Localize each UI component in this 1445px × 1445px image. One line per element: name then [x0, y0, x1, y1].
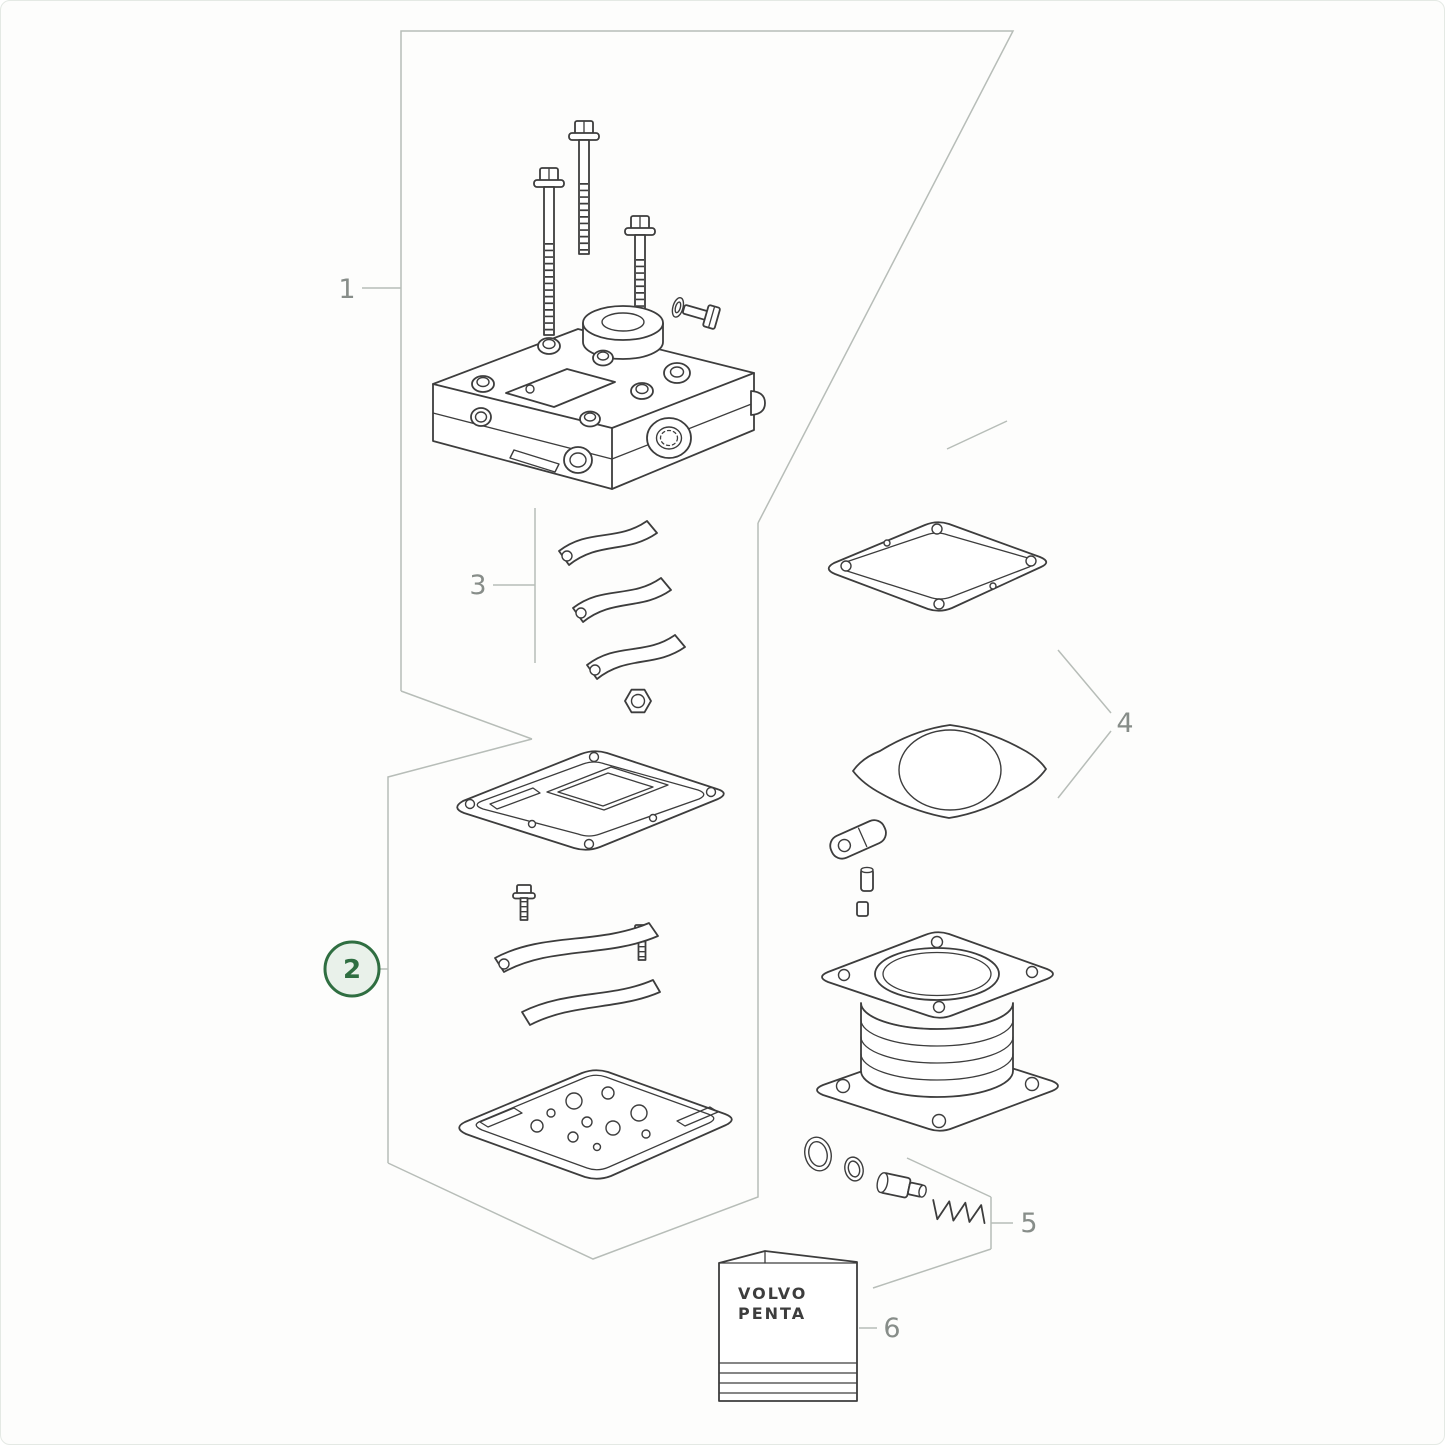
stud-boss [630, 382, 654, 400]
brand-penta: PENTA [738, 1304, 806, 1323]
head-gasket-upper [827, 521, 1048, 612]
stud-boss [663, 362, 691, 384]
check-valve-body [876, 1172, 927, 1199]
group-bracket-1 [362, 30, 1015, 740]
stud-boss [537, 337, 561, 355]
valve-plate [458, 1069, 733, 1180]
valve-pin [856, 866, 874, 917]
callout-2-circle[interactable] [323, 940, 381, 998]
group-bracket-5 [872, 1157, 1013, 1289]
head-bolt-tall [568, 120, 600, 255]
reed-valve-strips [558, 520, 686, 714]
cylinder-head [432, 305, 766, 490]
group-bracket-4 [946, 420, 1112, 799]
stud-boss [579, 410, 601, 428]
reed-valve-strip [586, 634, 686, 680]
group-bracket-3 [493, 508, 536, 663]
reed-valve-strip [558, 520, 658, 566]
brand-volvo: VOLVO [738, 1284, 807, 1303]
callout-2-highlight[interactable]: 2 [323, 940, 381, 998]
hex-nut [624, 688, 652, 714]
head-bolt-short [624, 215, 656, 316]
clamp-strip-1 [494, 922, 659, 973]
parts-kit-box: VOLVO PENTA [718, 1250, 858, 1402]
reed-valve-strip [572, 577, 672, 623]
callout-5[interactable]: 5 [1020, 1208, 1037, 1239]
valve-spring [932, 1199, 986, 1225]
valve-plate-gasket [456, 750, 725, 851]
stud-boss [592, 349, 614, 367]
callout-4[interactable]: 4 [1116, 708, 1133, 739]
clamp-strip-2 [521, 979, 661, 1026]
group-bracket-2 [380, 523, 759, 1260]
cylinder-liner [816, 931, 1059, 1132]
callout-1[interactable]: 1 [338, 274, 355, 305]
o-ring-small [844, 1156, 864, 1182]
banjo-screw [671, 296, 721, 330]
callout-3[interactable]: 3 [469, 570, 486, 601]
diaphragm-gasket [852, 724, 1047, 819]
head-bolt-long [533, 167, 565, 336]
tab-washer [829, 819, 887, 860]
o-ring-large [804, 1136, 832, 1172]
clamp-bolt-1 [512, 884, 536, 921]
callout-6[interactable]: 6 [883, 1313, 900, 1344]
stud-boss [471, 375, 495, 393]
callout-2[interactable]: 2 [343, 955, 361, 985]
